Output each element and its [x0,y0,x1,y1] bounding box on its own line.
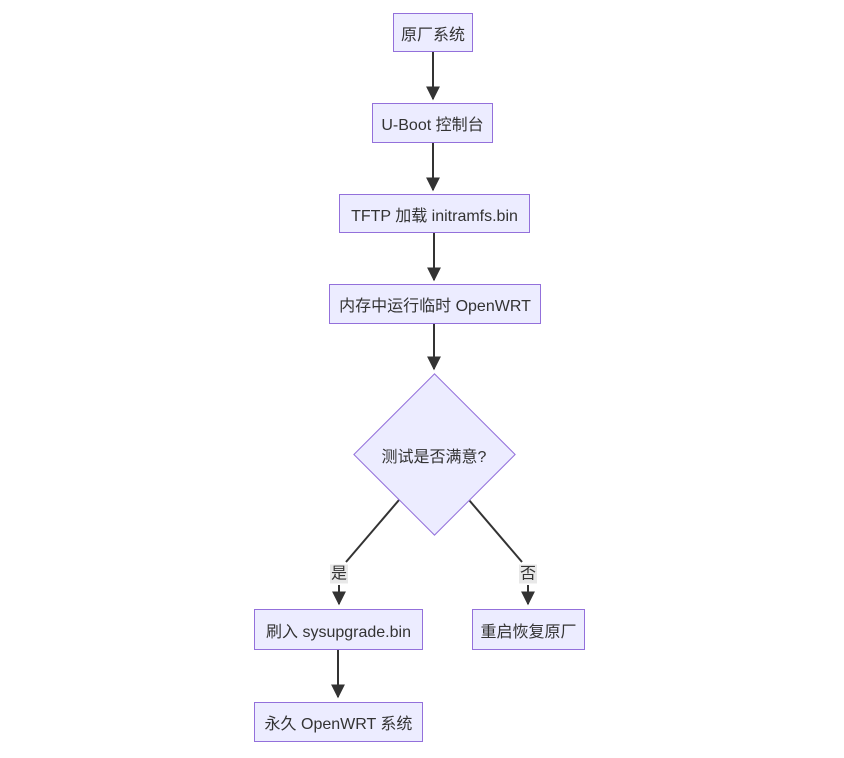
node-tftp-load-initramfs: TFTP 加载 initramfs.bin [339,194,530,233]
edge-decision-yes-diagonal [345,499,400,563]
node-reboot-restore-factory: 重启恢复原厂 [472,609,585,650]
node-uboot-console: U-Boot 控制台 [372,103,493,143]
node-flash-sysupgrade: 刷入 sysupgrade.bin [254,609,423,650]
edge-decision-no-diagonal [468,499,523,563]
node-factory-system: 原厂系统 [393,13,473,52]
edge-label-no: 否 [518,564,538,584]
node-permanent-openwrt: 永久 OpenWRT 系统 [254,702,423,742]
node-run-temp-openwrt-in-ram: 内存中运行临时 OpenWRT [329,284,541,324]
node-decision-label: 测试是否满意? [381,449,487,466]
edge-label-yes: 是 [329,564,349,584]
